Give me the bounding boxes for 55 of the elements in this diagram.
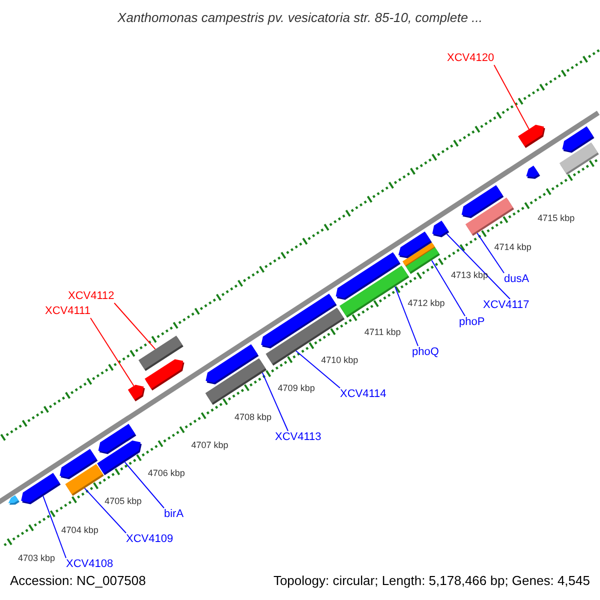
title: Xanthomonas campestris pv. vesicatoria str. 85-10, complete ...	[116, 10, 484, 26]
scale-label: 4713 kbp	[451, 270, 488, 281]
gene-label: phoQ	[412, 346, 439, 359]
gene-feature	[98, 424, 136, 454]
scale-label: 4706 kbp	[148, 468, 185, 480]
scale-label: 4710 kbp	[321, 354, 358, 366]
leader-line	[42, 496, 66, 558]
gene-label: XCV4109	[126, 533, 174, 546]
leader-line	[394, 286, 418, 346]
scale-label: 4705 kbp	[104, 496, 142, 508]
scale-label: 4703 kbp	[18, 553, 56, 564]
gene-feature	[518, 124, 546, 148]
gene-label: XCV4117	[483, 299, 530, 312]
scale-label: 4715 kbp	[538, 213, 575, 224]
gene-feature	[21, 472, 61, 504]
gene-label: XCV4111	[45, 305, 90, 318]
leader-line	[296, 350, 340, 388]
leader-line	[84, 488, 126, 534]
gene-feature	[336, 252, 400, 300]
gene-feature	[462, 185, 504, 218]
gene-label: birA	[164, 508, 184, 521]
leader-line	[494, 64, 530, 130]
accession-text: Accession: NC_007508	[10, 573, 146, 589]
gene-label: dusA	[504, 273, 530, 286]
gene-feature	[60, 448, 98, 480]
leader-line	[476, 232, 504, 274]
scale-label: 4711 kbp	[364, 326, 401, 338]
gene-label: XCV4114	[340, 388, 386, 401]
leader-line	[114, 302, 156, 350]
scale-label: 4707 kbp	[191, 440, 228, 451]
gene-label: XCV4112	[68, 290, 114, 303]
gene-feature	[138, 336, 184, 371]
genome-info-text: Topology: circular; Length: 5,178,466 bp; Genes: 4,545	[273, 573, 590, 589]
scale-label: 4714 kbp	[494, 242, 532, 253]
leader-line	[431, 260, 466, 316]
gene-feature	[526, 166, 540, 179]
gene-label: XCV4108	[66, 558, 114, 571]
gene-feature	[206, 344, 259, 384]
gene-label: XCV4113	[275, 431, 322, 444]
scale-label: 4704 kbp	[61, 524, 98, 536]
leader-line	[262, 372, 288, 432]
gene-feature	[398, 232, 432, 258]
scale-label: 4709 kbp	[278, 383, 315, 394]
gene-label: phoP	[459, 316, 485, 329]
gene-feature	[128, 384, 145, 402]
scale-label: 4712 kbp	[408, 298, 445, 310]
leader-line	[90, 318, 134, 386]
leader-line	[124, 462, 164, 508]
gene-feature	[432, 220, 450, 238]
gene-feature	[8, 495, 20, 505]
gene-feature	[261, 294, 337, 348]
gene-feature	[562, 126, 594, 153]
leader-line	[446, 233, 510, 300]
gene-label: XCV4120	[447, 52, 494, 65]
scale-label: 4708 kbp	[234, 412, 272, 422]
